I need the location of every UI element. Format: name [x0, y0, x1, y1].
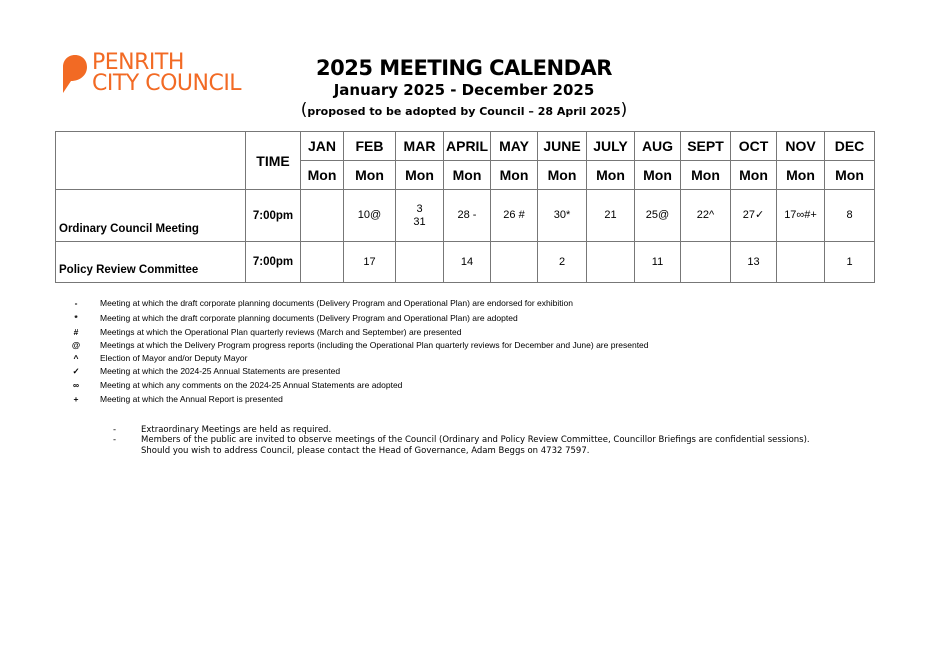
month-header: JAN [300, 131, 344, 161]
date-cell: 17∞#+ [776, 189, 825, 242]
legend-text: Meeting at which any comments on the 202… [100, 380, 403, 390]
date-cell [490, 241, 538, 283]
legend-text: Election of Mayor and/or Deputy Mayor [100, 353, 248, 363]
logo-line1: PENRITH [92, 50, 184, 75]
date-cell: 3 31 [395, 189, 444, 242]
paren-open: ( [300, 100, 308, 120]
day-header: Mon [586, 160, 635, 190]
month-header: AUG [634, 131, 681, 161]
day-header: Mon [730, 160, 777, 190]
row-label: Ordinary Council Meeting [55, 189, 246, 242]
legend-symbol: + [73, 394, 79, 404]
day-header: Mon [300, 160, 344, 190]
note-text: Extraordinary Meetings are held as requi… [141, 425, 332, 435]
legend-text: Meeting at which the draft corporate pla… [100, 298, 573, 308]
note-dash: - [113, 435, 117, 445]
paren-close: ) [620, 100, 628, 120]
date-cell [395, 241, 444, 283]
blank-header-cell [55, 131, 246, 190]
date-cell [586, 241, 635, 283]
day-header: Mon [343, 160, 396, 190]
date-cell: 8 [824, 189, 875, 242]
legend-symbol: @ [71, 340, 81, 350]
date-cell: 27✓ [730, 189, 777, 242]
row-time: 7:00pm [245, 241, 301, 283]
date-cell: 14 [443, 241, 491, 283]
legend-text: Meeting at which the draft corporate pla… [100, 313, 518, 323]
date-cell [300, 189, 344, 242]
adoption-note-text: proposed to be adopted by Council – 28 A… [307, 105, 621, 118]
date-cell [680, 241, 731, 283]
legend-text: Meetings at which the Operational Plan q… [100, 327, 462, 337]
row-time: 7:00pm [245, 189, 301, 242]
legend-symbol: * [74, 313, 78, 323]
row-label: Policy Review Committee [55, 241, 246, 283]
month-header: OCT [730, 131, 777, 161]
month-header: APRIL [443, 131, 491, 161]
month-header: MAR [395, 131, 444, 161]
day-header: Mon [395, 160, 444, 190]
day-header: Mon [443, 160, 491, 190]
date-cell: 22^ [680, 189, 731, 242]
month-header: MAY [490, 131, 538, 161]
page-title: 2025 MEETING CALENDAR [316, 56, 612, 80]
legend-text: Meetings at which the Delivery Program p… [100, 340, 649, 350]
date-cell [300, 241, 344, 283]
day-header: Mon [824, 160, 875, 190]
month-header: FEB [343, 131, 396, 161]
day-header: Mon [490, 160, 538, 190]
adoption-note: (proposed to be adopted by Council – 28 … [0, 100, 928, 120]
month-header: NOV [776, 131, 825, 161]
note-text: Members of the public are invited to obs… [141, 435, 810, 445]
note-dash: - [113, 425, 117, 435]
date-cell: 17 [343, 241, 396, 283]
date-cell: 2 [537, 241, 587, 283]
date-cell: 11 [634, 241, 681, 283]
logo-line2: CITY COUNCIL [92, 71, 242, 96]
month-header: DEC [824, 131, 875, 161]
note-text: Should you wish to address Council, plea… [141, 446, 590, 456]
day-header: Mon [537, 160, 587, 190]
month-header: SEPT [680, 131, 731, 161]
legend-symbol: - [74, 298, 78, 308]
legend-symbol: ✓ [72, 366, 80, 376]
logo-icon [63, 55, 87, 93]
day-header: Mon [776, 160, 825, 190]
date-cell [776, 241, 825, 283]
date-cell: 21 [586, 189, 635, 242]
date-cell: 10@ [343, 189, 396, 242]
month-header: JUNE [537, 131, 587, 161]
day-header: Mon [680, 160, 731, 190]
date-cell: 30* [537, 189, 587, 242]
time-header: TIME [245, 131, 301, 190]
legend-symbol: ∞ [72, 380, 80, 390]
date-cell: 25@ [634, 189, 681, 242]
date-cell: 26 # [490, 189, 538, 242]
legend-text: Meeting at which the Annual Report is pr… [100, 394, 283, 404]
month-header: JULY [586, 131, 635, 161]
day-header: Mon [634, 160, 681, 190]
page-subtitle: January 2025 - December 2025 [333, 81, 595, 99]
legend-symbol: ^ [73, 353, 79, 363]
legend-text: Meeting at which the 2024-25 Annual Stat… [100, 366, 341, 376]
date-cell: 1 [824, 241, 875, 283]
date-cell: 13 [730, 241, 777, 283]
date-cell: 28 - [443, 189, 491, 242]
legend-symbol: # [73, 327, 79, 337]
